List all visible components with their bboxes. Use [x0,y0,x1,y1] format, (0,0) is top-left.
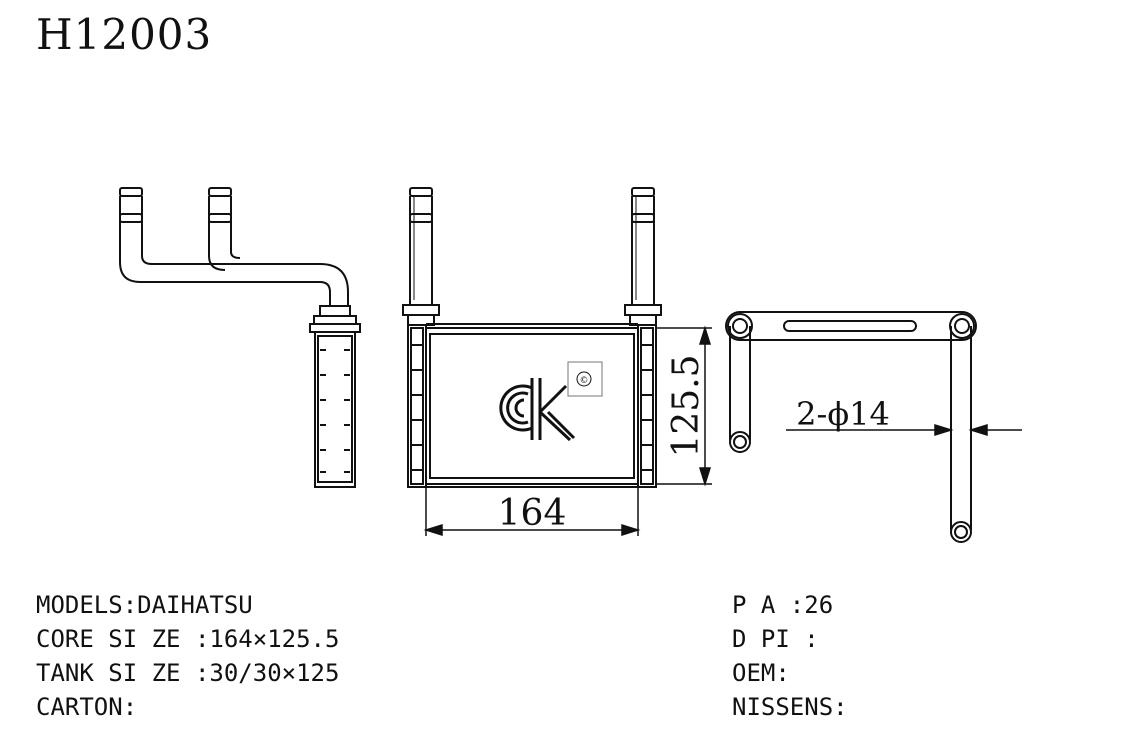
dimension-lines [423,325,1022,537]
spec-oem: OEM: [732,659,790,687]
core-width-label: 164 [498,493,567,534]
logo-mark: © [580,376,589,386]
ck-logo-icon [499,378,576,442]
spec-models: MODELS:DAIHATSU [36,591,253,619]
pipe-diameter-label: 2-ϕ14 [796,395,890,433]
spec-core-size: CORE SI ZE :164×125.5 [36,625,340,653]
spec-pa: P A :26 [732,591,834,619]
spec-nissens: NISSENS: [732,693,848,721]
part-number-title: H12003 [36,10,213,59]
spec-list-left: MODELS:DAIHATSU CORE SI ZE :164×125.5 TA… [36,588,339,724]
spec-carton: CARTON: [36,693,138,721]
front-view [402,187,662,488]
brand-logo: © [499,361,603,442]
top-view [725,311,977,543]
spec-tank-size: TANK SI ZE :30/30×125 [36,659,340,687]
side-view [119,187,361,488]
core-height-label: 125.5 [666,354,707,457]
spec-list-right: P A :26 D PI : OEM: NISSENS: [732,588,848,724]
spec-dpi: D PI : [732,625,819,653]
heater-core-drawing: © 125.5 164 2-ϕ14 [119,187,1022,543]
